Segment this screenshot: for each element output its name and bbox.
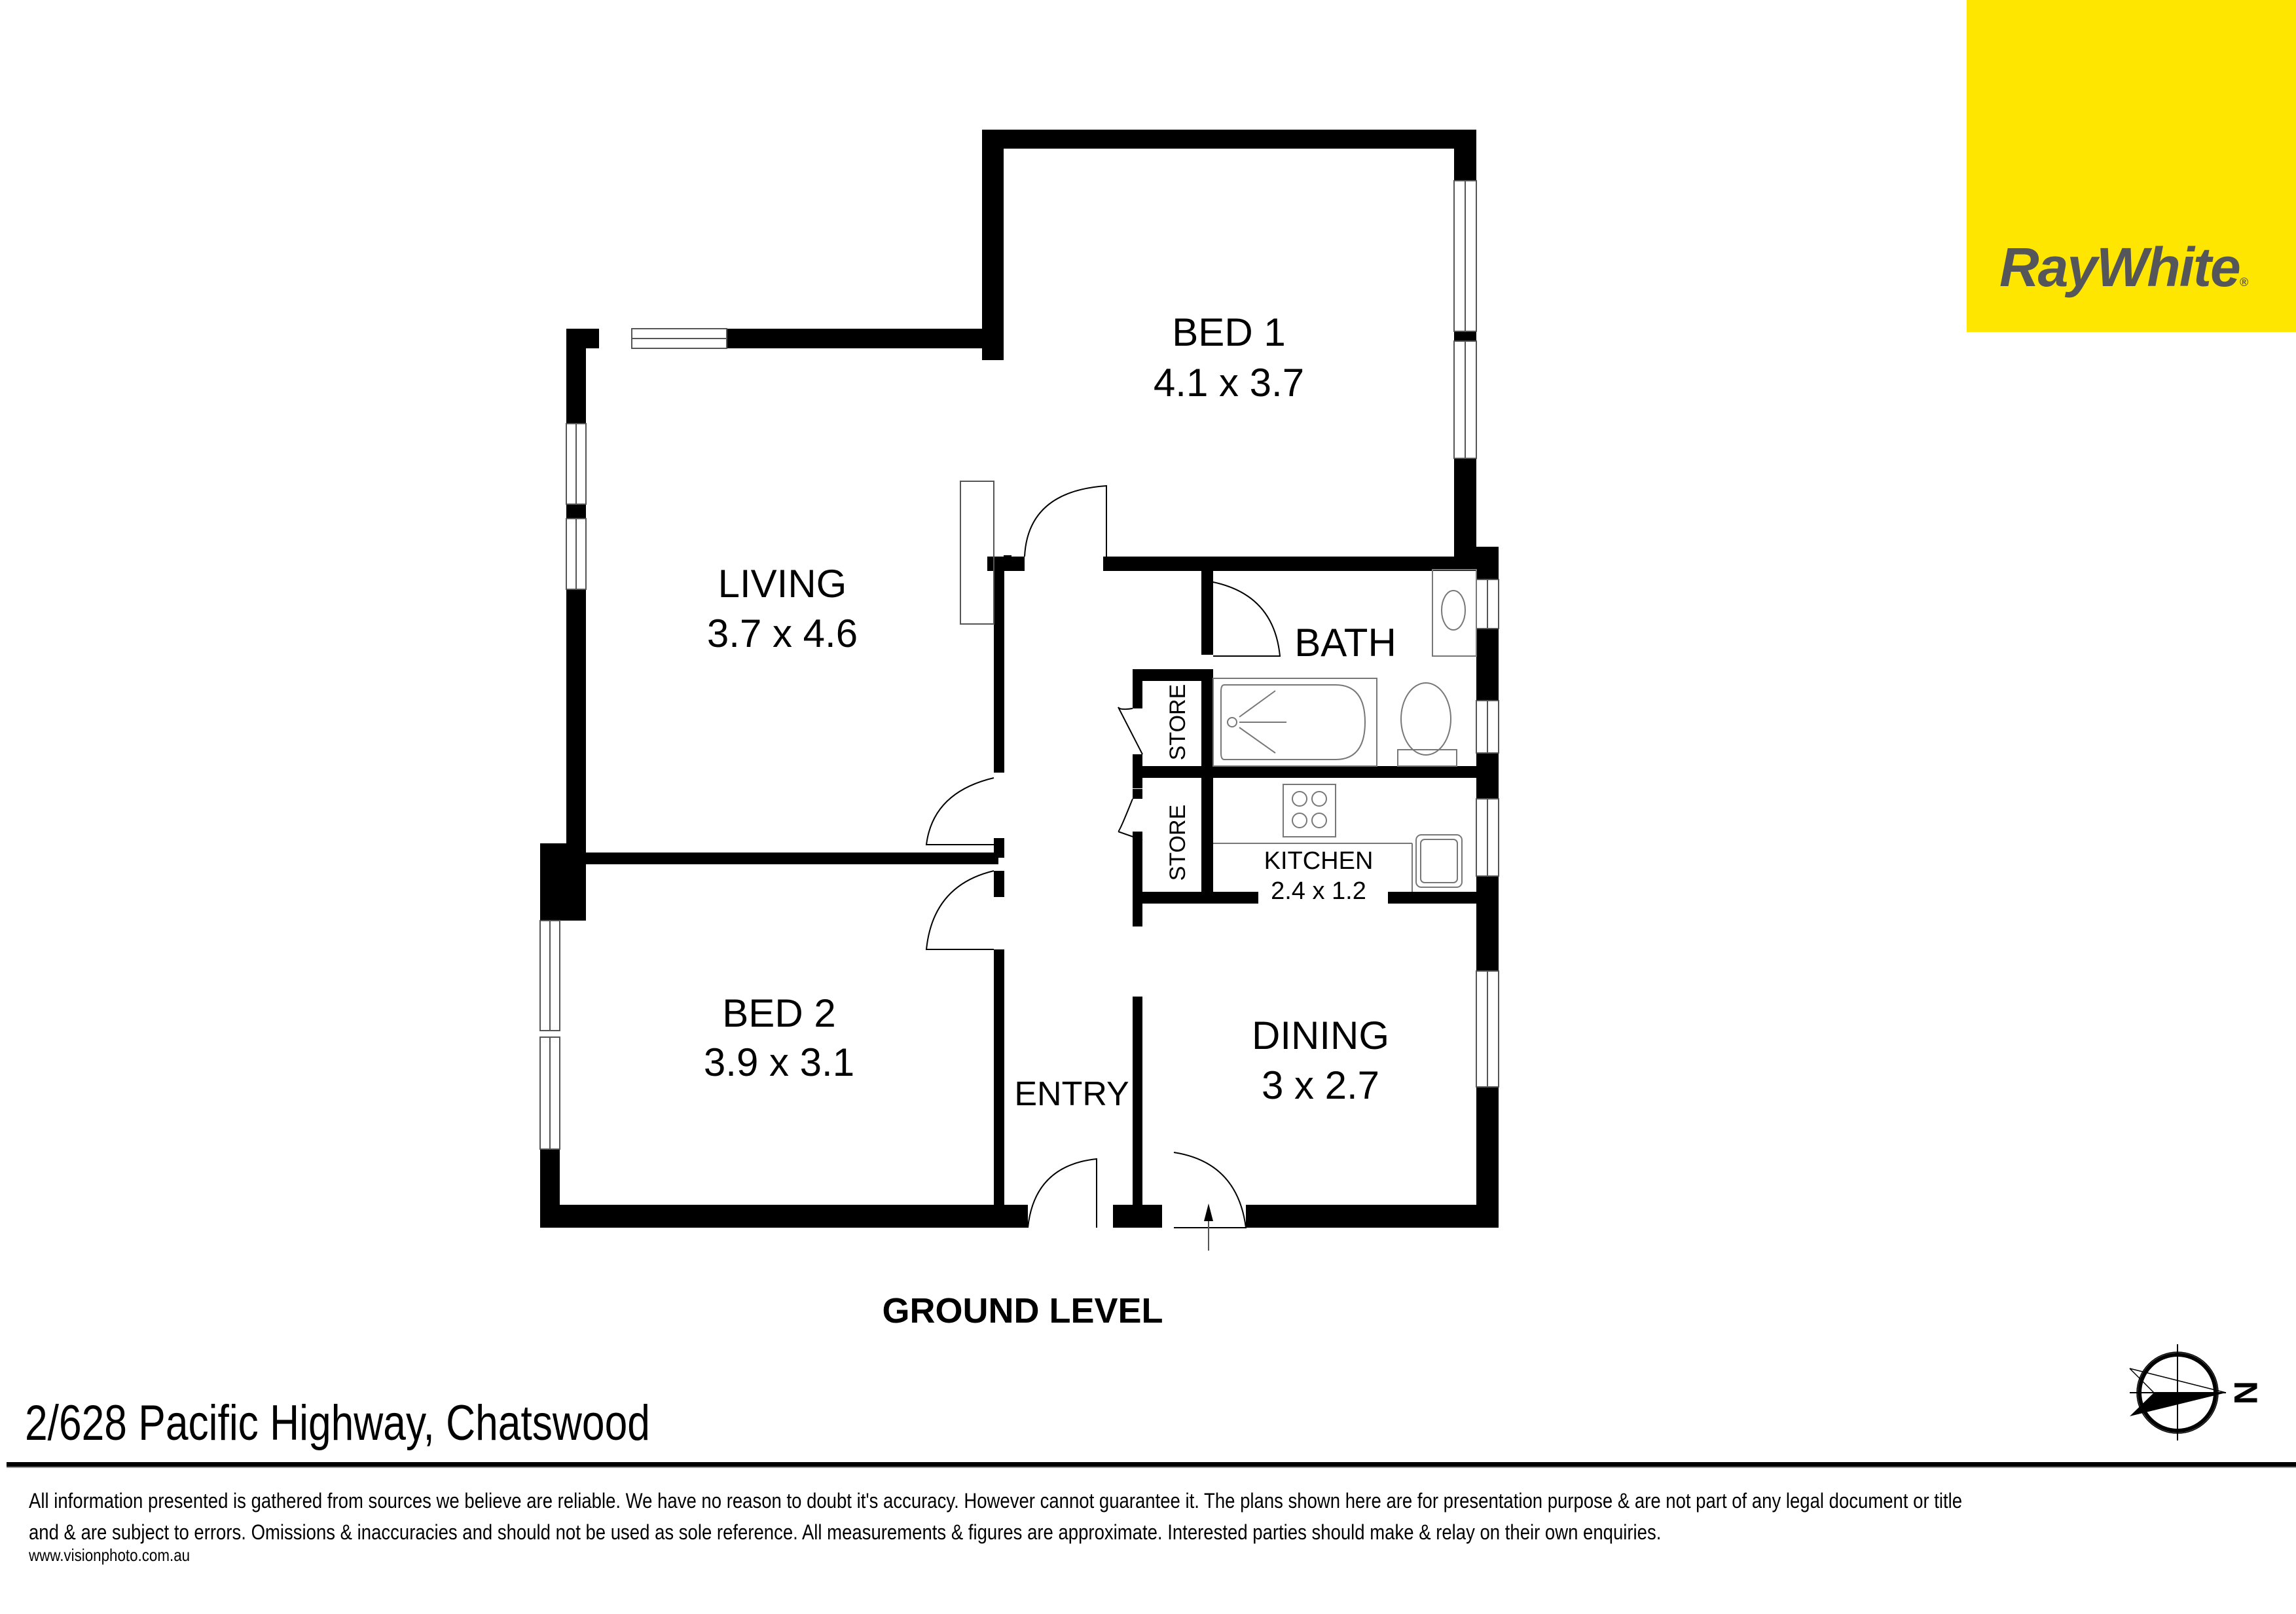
brand-name: RayWhite xyxy=(1999,236,2241,298)
north-arrow-icon: N xyxy=(2129,1344,2264,1440)
fixtures xyxy=(1212,569,1477,892)
room-size-kitchen: 2.4 x 1.2 xyxy=(1271,877,1366,905)
brand-logo-text: RayWhite® xyxy=(1999,236,2248,299)
windows xyxy=(539,180,1499,1150)
sink xyxy=(1415,834,1463,888)
entry-arrow xyxy=(1204,1203,1213,1251)
cooktop xyxy=(1283,784,1336,837)
room-name-entry: ENTRY xyxy=(1014,1075,1129,1113)
bathtub xyxy=(1212,678,1377,767)
disclaimer-line-1: All information presented is gathered fr… xyxy=(29,1489,1963,1513)
toilet xyxy=(1400,682,1451,756)
disclaimer: All information presented is gathered fr… xyxy=(29,1485,1962,1548)
room-labels: BED 1 4.1 x 3.7 LIVING 3.7 x 4.6 BATH ST… xyxy=(704,310,1396,1330)
room-size-living: 3.7 x 4.6 xyxy=(707,612,858,655)
room-name-bed2: BED 2 xyxy=(722,991,835,1035)
room-size-dining: 3 x 2.7 xyxy=(1262,1063,1379,1107)
room-size-bed2: 3.9 x 3.1 xyxy=(704,1040,854,1084)
room-name-kitchen: KITCHEN xyxy=(1264,847,1374,875)
vanity xyxy=(1432,569,1477,657)
property-address: 2/628 Pacific Highway, Chatswood xyxy=(25,1395,650,1451)
level-title: GROUND LEVEL xyxy=(882,1291,1163,1330)
registered-mark: ® xyxy=(2239,276,2248,289)
walls xyxy=(540,130,1499,1228)
disclaimer-line-2: and & are subject to errors. Omissions &… xyxy=(29,1520,1662,1544)
room-name-dining: DINING xyxy=(1252,1014,1389,1057)
room-name-store-2: STORE xyxy=(1165,805,1190,881)
room-name-store-1: STORE xyxy=(1165,684,1190,761)
footer-divider xyxy=(7,1462,2296,1468)
north-label: N xyxy=(2227,1381,2264,1404)
room-name-bath: BATH xyxy=(1294,621,1396,665)
room-name-bed1: BED 1 xyxy=(1172,310,1285,354)
room-name-living: LIVING xyxy=(718,562,847,606)
doors xyxy=(925,481,1281,1228)
brand-logo: RayWhite® xyxy=(1967,0,2296,332)
room-size-bed1: 4.1 x 3.7 xyxy=(1154,361,1304,405)
website-link[interactable]: www.visionphoto.com.au xyxy=(29,1545,191,1565)
